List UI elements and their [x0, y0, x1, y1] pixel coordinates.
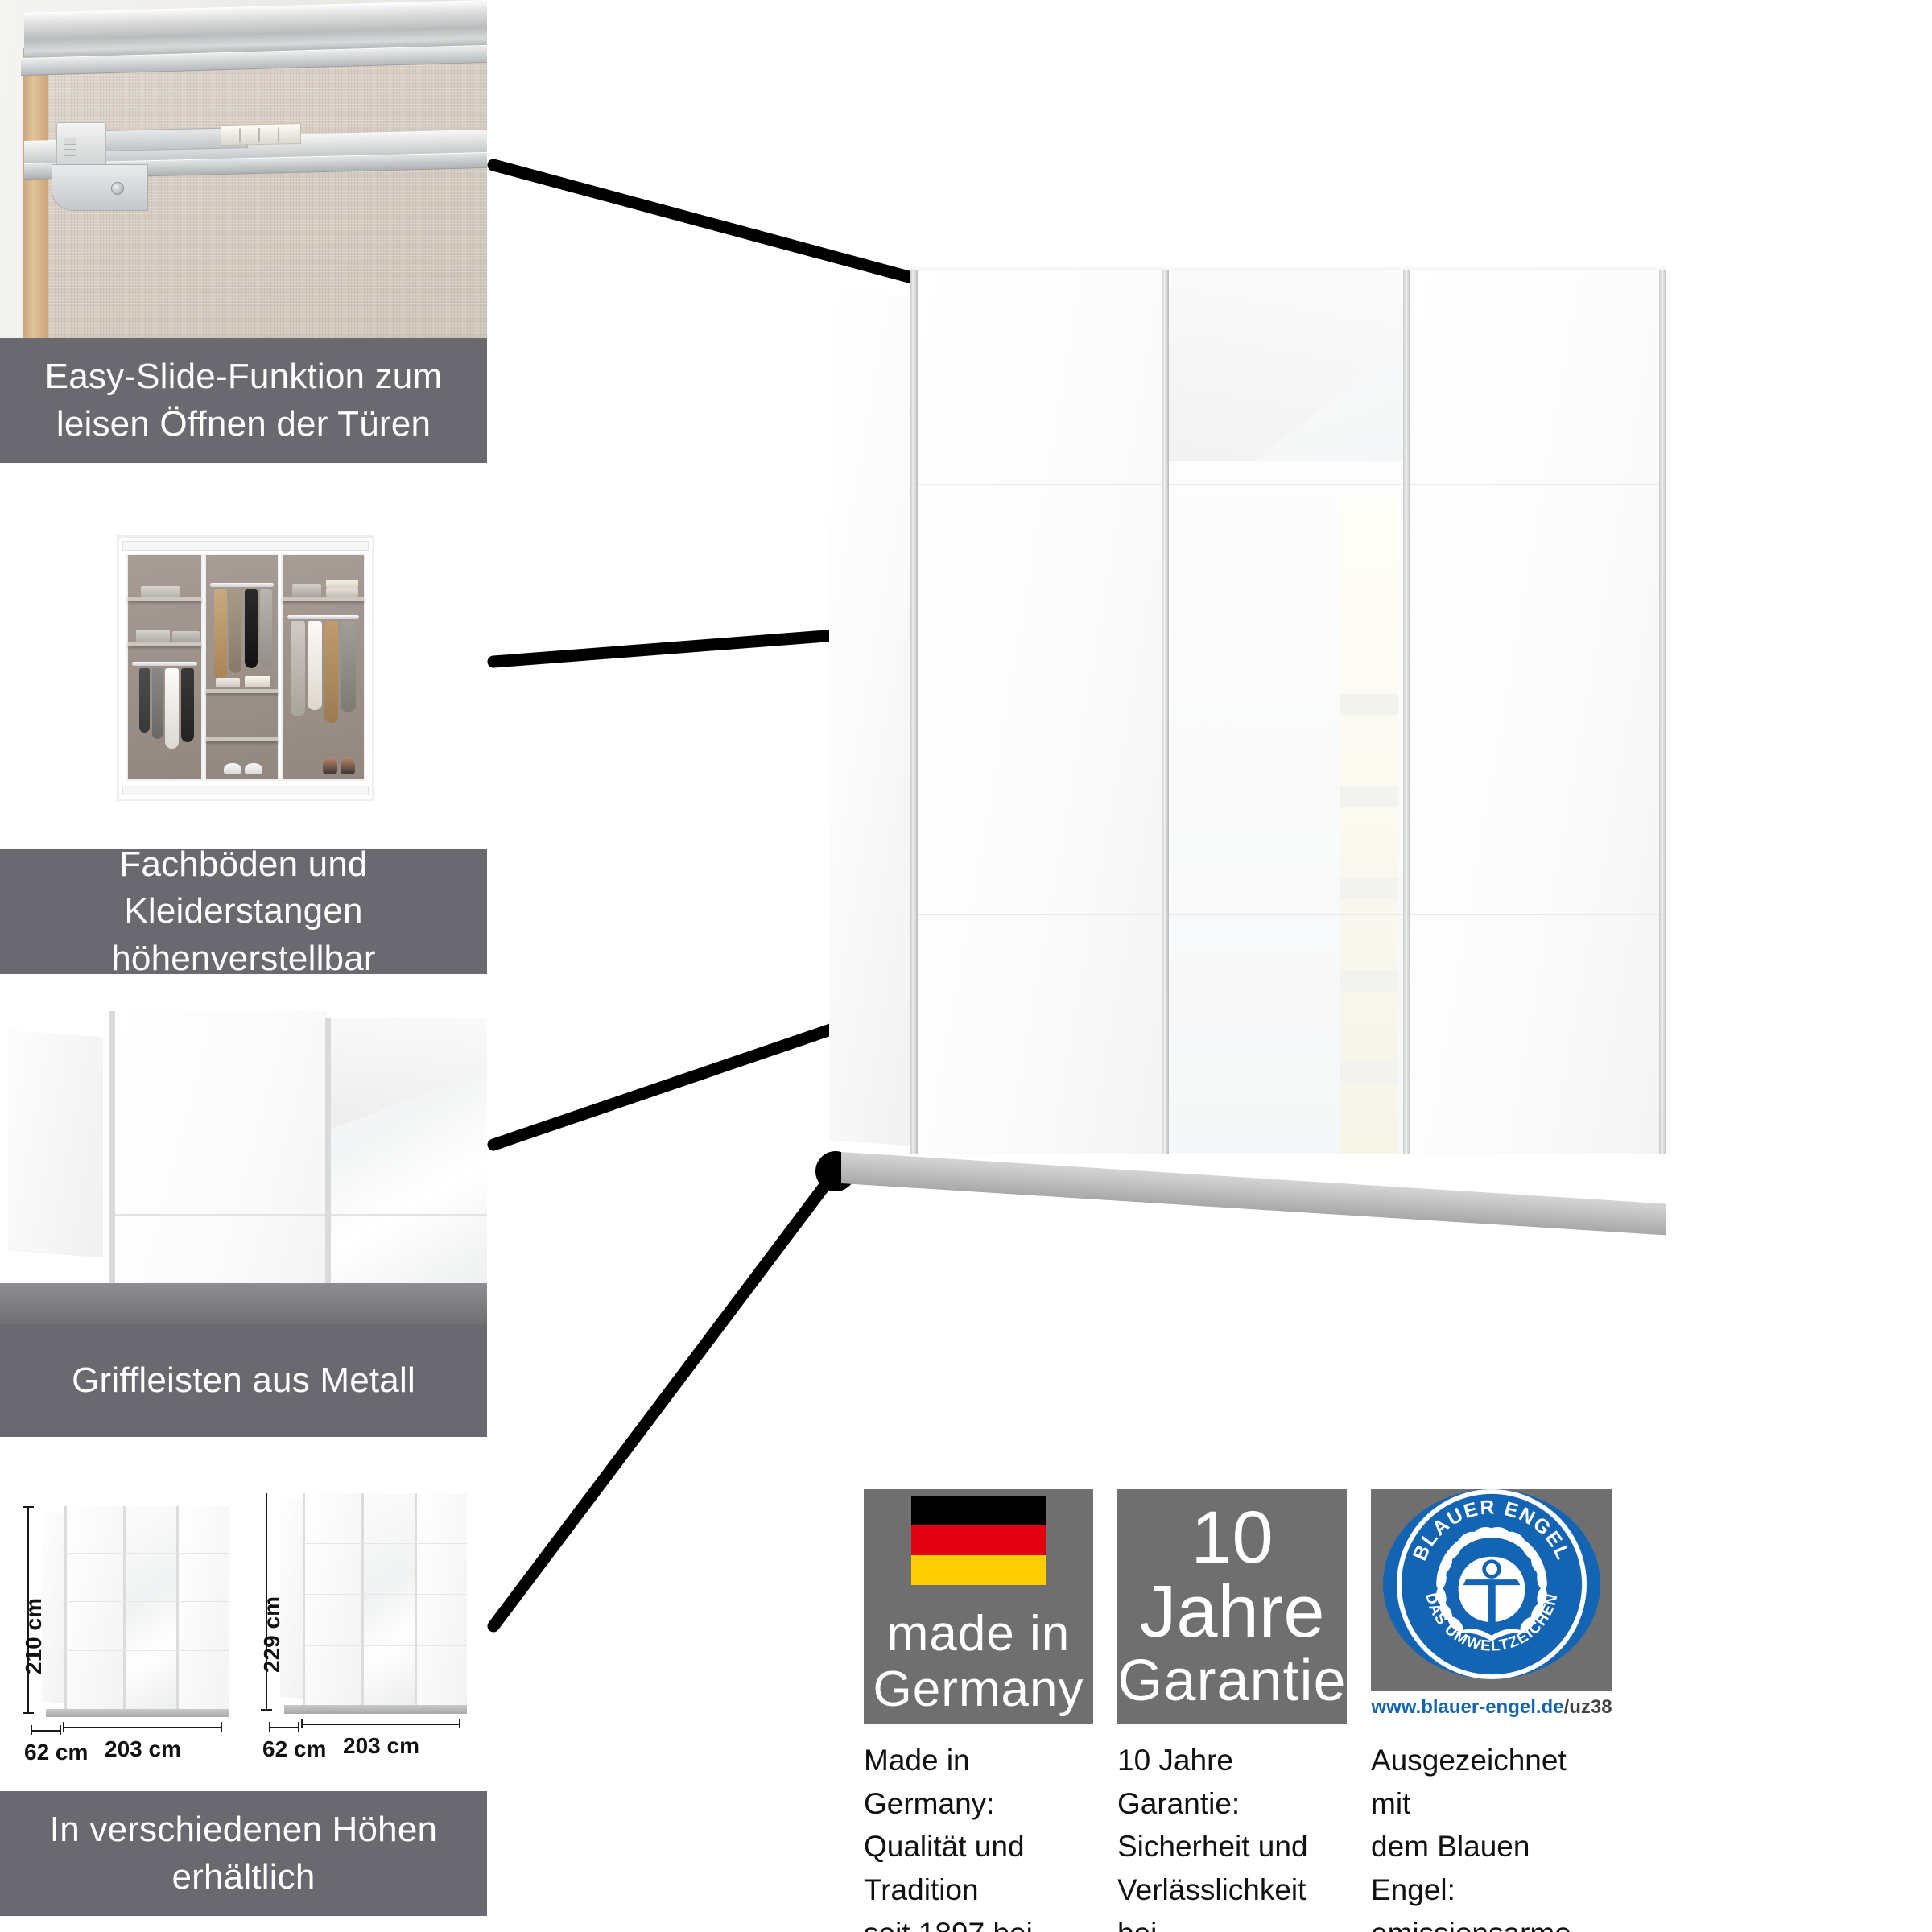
- dimension-variant-210: 210 cm 62 cm 203 cm: [21, 1501, 229, 1765]
- badge-title-line-1: 10: [1191, 1496, 1274, 1579]
- wardrobe-door-1[interactable]: [910, 266, 1162, 1154]
- feature-image-easy-slide: [0, 0, 487, 338]
- badge-blauer-engel: BLAUER ENGEL DAS UMWELTZEICHEN: [1356, 1489, 1627, 1932]
- wardrobe-plinth: [840, 1152, 1666, 1236]
- door-left: [109, 1011, 327, 1283]
- wardrobe-door-2-mirror[interactable]: [1161, 266, 1404, 1154]
- feature-image-heights: 210 cm 62 cm 203 cm: [0, 1493, 487, 1771]
- interior-center-section: [204, 554, 279, 781]
- wardrobe-door-3[interactable]: [1403, 266, 1666, 1154]
- badge-box-blauer-engel: BLAUER ENGEL DAS UMWELTZEICHEN: [1356, 1489, 1627, 1724]
- interior-left-section: [126, 554, 203, 781]
- door-mirror: [325, 1018, 487, 1283]
- interior-right-section: [281, 554, 365, 781]
- plinth: [0, 1283, 487, 1328]
- caption-heights: In verschiedenen Höhen erhältlich: [0, 1791, 487, 1916]
- depth-label-a: 62 cm: [24, 1740, 89, 1765]
- badge-title-line-2: Jahre: [1139, 1570, 1325, 1653]
- url-main: www.blauer-engel.de: [1371, 1696, 1564, 1718]
- feature-image-metal-handles: [0, 1006, 487, 1328]
- blauer-engel-url: www.blauer-engel.de/uz38: [1356, 1690, 1627, 1724]
- handle-strip-4[interactable]: [1659, 266, 1666, 1154]
- caption-metal-handles: Griffleisten aus Metall: [0, 1324, 487, 1437]
- badge-title-line-2: Germany: [873, 1662, 1084, 1717]
- blauer-engel-icon: BLAUER ENGEL DAS UMWELTZEICHEN: [1383, 1489, 1600, 1679]
- width-label-b: 203 cm: [343, 1733, 419, 1758]
- wardrobe-side-panel: [829, 290, 915, 1146]
- badge-box-germany: made in Germany: [864, 1489, 1093, 1724]
- depth-label-b: 62 cm: [262, 1736, 327, 1761]
- badge-caption-warranty: 10 Jahre Garantie: Sicherheit und Verläs…: [1117, 1744, 1308, 1932]
- mounting-bracket: [52, 164, 148, 211]
- badge-made-in-germany: made in Germany Made in Germany: Qualitä…: [864, 1489, 1093, 1932]
- slide-block: [56, 122, 106, 169]
- screw-icon: [111, 182, 124, 195]
- wardrobe-front: [910, 266, 1666, 1154]
- caption-easy-slide: Easy-Slide-Funktion zum leisen Öffnen de…: [0, 338, 487, 463]
- main-product-image: [829, 266, 1666, 1236]
- badge-caption-blauer-engel: Ausgezeichnet mit dem Blauen Engel: emis…: [1371, 1744, 1579, 1932]
- german-flag-icon: [910, 1496, 1046, 1585]
- handle-strip-3[interactable]: [1403, 266, 1411, 1154]
- caption-shelves-rails: Fachböden und Kleiderstangen höhenverste…: [0, 844, 487, 978]
- handle-strip-1[interactable]: [910, 266, 918, 1154]
- url-suffix: /uz38: [1563, 1696, 1612, 1718]
- handle-strip-2[interactable]: [1161, 266, 1169, 1154]
- badge-title-line-3: Garantie: [1117, 1648, 1347, 1713]
- dimension-variant-229: 229 cm 62 cm 203 cm: [259, 1493, 467, 1761]
- wood-edge: [23, 48, 50, 338]
- badge-title-line-1: made in: [886, 1605, 1071, 1662]
- badge-caption-germany: Made in Germany: Qualität und Tradition …: [864, 1744, 1033, 1932]
- badge-box-warranty: 10 Jahre Garantie: [1117, 1489, 1347, 1724]
- badge-ten-year-warranty: 10 Jahre Garantie 10 Jahre Garantie: Sic…: [1117, 1489, 1347, 1932]
- width-label-a: 203 cm: [105, 1736, 181, 1761]
- soft-close-damper: [221, 122, 301, 147]
- wardrobe-top-edge: [910, 266, 1666, 270]
- feature-image-shelves-rails: [117, 535, 374, 801]
- cabinet-side-panel: [8, 1030, 103, 1258]
